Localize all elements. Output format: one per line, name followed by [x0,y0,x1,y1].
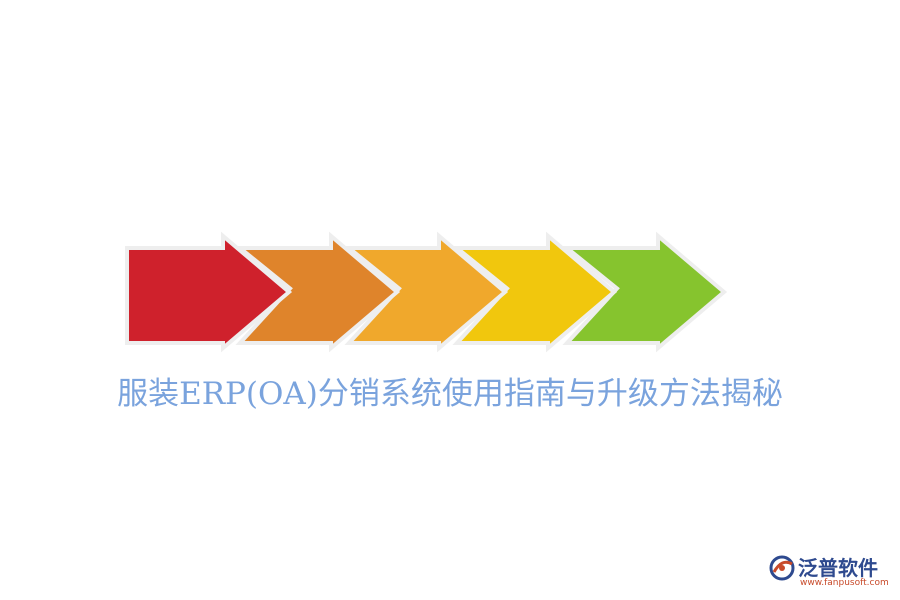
fanpu-swirl-icon [769,555,795,581]
chevron-arrow-5 [561,231,728,353]
brand-name: 泛普软件 [798,556,878,580]
brand-watermark: 泛普软件 www.fanpusoft.com [768,552,896,592]
brand-url: www.fanpusoft.com [800,578,889,588]
headline-title: 服装ERP(OA)分销系统使用指南与升级方法揭秘 [117,376,783,412]
chevron-arrow-1 [125,231,293,353]
